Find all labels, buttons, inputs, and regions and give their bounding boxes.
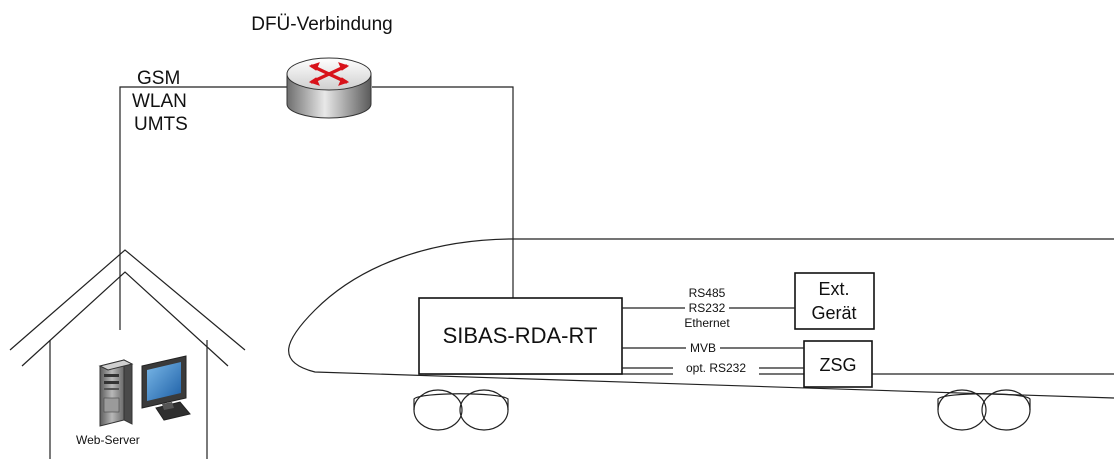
connection-type-wlan: WLAN (132, 91, 187, 112)
interface-opt-rs232: opt. RS232 (686, 361, 746, 375)
server-icon (98, 359, 134, 427)
train-outline (288, 238, 1114, 431)
server-label: Web-Server (76, 433, 140, 447)
ext-geraet-label-line1: Ext. (818, 279, 849, 299)
ext-geraet-label-line2: Gerät (811, 303, 856, 323)
interface-rs232: RS232 (689, 301, 726, 315)
interface-rs485: RS485 (689, 286, 726, 300)
router-icon (286, 57, 372, 119)
zsg-label: ZSG (819, 355, 856, 375)
connection-type-umts: UMTS (134, 114, 188, 135)
diagram-title: DFÜ-Verbindung (251, 14, 393, 35)
interface-ethernet: Ethernet (684, 316, 730, 330)
sibas-rda-rt-label: SIBAS-RDA-RT (443, 323, 598, 348)
link-server-to-router (119, 86, 287, 330)
link-router-to-rda (372, 86, 514, 298)
connection-type-gsm: GSM (137, 68, 180, 89)
interface-mvb: MVB (690, 341, 716, 355)
monitor-icon (141, 355, 191, 421)
sibas-rda-rt-box (418, 297, 623, 375)
house-outline (9, 249, 246, 459)
ext-geraet-box (794, 272, 875, 330)
zsg-box (803, 340, 873, 388)
